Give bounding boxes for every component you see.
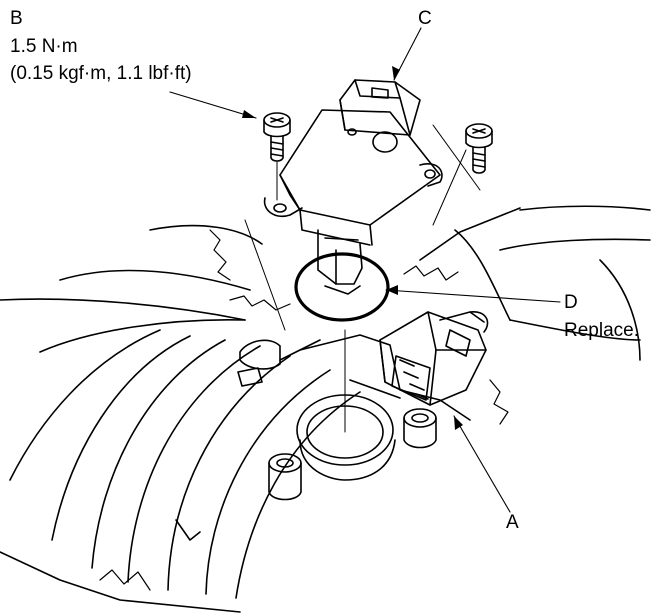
- intake-duct: [0, 298, 361, 613]
- callout-b-torque-alt: (0.15 kgf·m, 1.1 lbf·ft): [10, 63, 192, 84]
- background-hoses: [59, 205, 651, 361]
- leader-lines: [169, 27, 561, 513]
- leader-a: [453, 415, 511, 513]
- maf-sensor: [263, 79, 443, 295]
- mounting-screw-right: [465, 123, 493, 174]
- callout-a-letter: A: [506, 512, 519, 533]
- leader-d: [385, 289, 561, 303]
- leader-b: [169, 91, 257, 119]
- o-ring: [294, 252, 390, 322]
- arrowhead-d: [386, 285, 398, 295]
- callout-b-letter: B: [10, 8, 23, 29]
- sensor-connector: [379, 311, 489, 406]
- callout-d-note: Replace.: [564, 320, 639, 341]
- break-edges: [99, 229, 509, 591]
- callout-d-letter: D: [564, 292, 578, 313]
- callout-b-torque: 1.5 N·m: [10, 36, 78, 57]
- mounting-screw-left: [263, 112, 291, 162]
- arrowhead-a: [454, 416, 463, 430]
- callout-c-letter: C: [418, 8, 432, 29]
- arrowhead-c: [392, 66, 400, 80]
- leader-arrowheads: [242, 66, 463, 430]
- alignment-guides: [244, 124, 481, 433]
- arrowhead-b: [242, 110, 256, 118]
